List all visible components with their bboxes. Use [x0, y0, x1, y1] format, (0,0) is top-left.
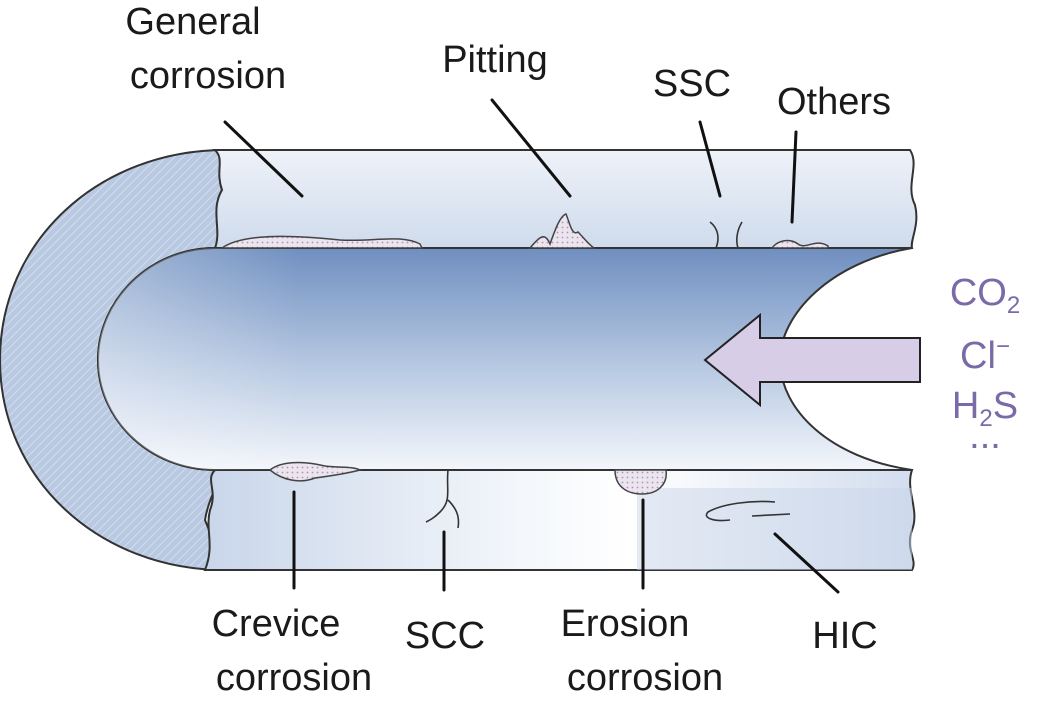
label-ssc: SSC	[653, 63, 731, 105]
species-h2s-h: H	[952, 385, 979, 427]
label-pitting: Pitting	[442, 39, 548, 81]
label-general-corrosion-line2: corrosion	[130, 55, 286, 97]
label-crevice-corrosion-line1: Crevice	[212, 603, 341, 645]
species-co2-sub: 2	[1007, 292, 1020, 319]
species-h2s-s: S	[993, 385, 1018, 427]
others-leader	[790, 130, 798, 224]
label-scc: SCC	[405, 615, 485, 657]
others-defect	[770, 239, 829, 249]
label-general-corrosion-line1: General	[125, 1, 260, 43]
hic-crack	[705, 500, 791, 522]
species-co2: CO2	[950, 272, 1020, 319]
species-cl: Cl−	[960, 333, 1010, 377]
species-h2s: H2S	[952, 385, 1018, 432]
species-h2s-sub: 2	[979, 405, 992, 432]
label-erosion-corrosion-line1: Erosion	[561, 603, 690, 645]
scc-crack	[425, 469, 460, 529]
pitting-defect	[528, 213, 597, 249]
label-erosion-corrosion-line2: corrosion	[567, 657, 723, 699]
crevice-corrosion-defect	[268, 461, 363, 482]
erosion-corrosion-defect	[614, 469, 667, 495]
species-cl-base: Cl	[960, 335, 996, 377]
ssc-leader	[698, 120, 722, 198]
label-crevice-corrosion-line2: corrosion	[216, 657, 372, 699]
species-cl-sup: −	[996, 333, 1010, 360]
general-corrosion-defect	[219, 235, 424, 249]
label-others: Others	[777, 81, 891, 123]
species-more: ...	[969, 415, 1001, 457]
hic-leader	[773, 532, 840, 594]
ssc-crack	[709, 221, 743, 249]
flow-arrow	[703, 312, 921, 408]
pitting-leader	[490, 98, 572, 198]
species-co2-base: CO	[950, 272, 1007, 314]
label-hic: HIC	[812, 615, 877, 657]
general-corrosion-leader	[223, 120, 304, 198]
bottom-wall-shade	[637, 488, 912, 570]
bore-highlight	[98, 248, 912, 470]
